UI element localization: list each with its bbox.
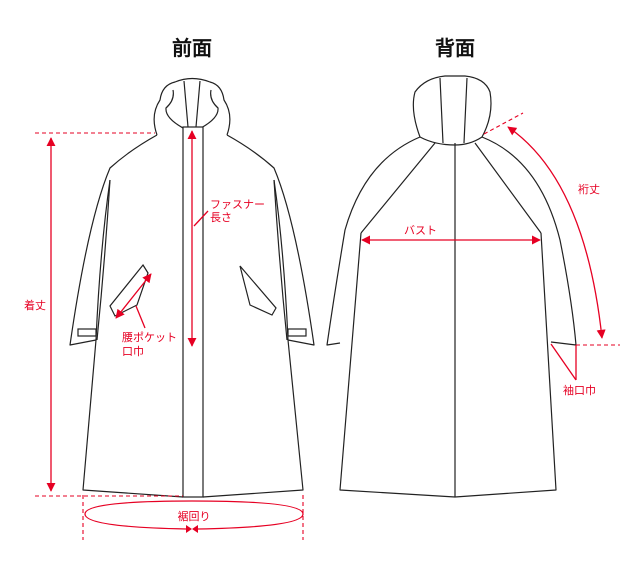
hem-label: 裾回り xyxy=(178,509,211,523)
cuff-tab-right xyxy=(287,328,307,337)
back-title: 背面 xyxy=(435,36,475,60)
sleeve-length-label: 裄丈 xyxy=(578,183,600,196)
measurement-sleeve-length: 裄丈 xyxy=(483,112,620,346)
front-title: 前面 xyxy=(172,36,212,60)
measurement-pocket: 腰ポケット 口巾 xyxy=(115,273,177,358)
measurement-hem: 裾回り xyxy=(82,495,304,540)
cuff-tab-left xyxy=(77,328,97,337)
zipper-label-1: ファスナー xyxy=(210,198,265,211)
back-hood xyxy=(412,75,492,146)
front-zipper-placket xyxy=(182,126,204,498)
measurement-cuff: 袖口巾 xyxy=(550,343,596,397)
length-label: 着丈 xyxy=(24,298,46,312)
front-hood xyxy=(153,77,231,136)
pocket-label-2: 口巾 xyxy=(122,344,144,358)
cuff-width-label: 袖口巾 xyxy=(563,383,596,397)
pocket-left xyxy=(109,263,149,317)
measurement-bust: バスト xyxy=(361,224,541,245)
zipper-label-2: 長さ xyxy=(210,211,232,224)
pocket-right xyxy=(239,265,277,316)
back-coat xyxy=(326,75,577,498)
bust-label: バスト xyxy=(404,224,437,237)
pocket-label-1: 腰ポケット xyxy=(122,331,177,344)
measurement-zipper: ファスナー 長さ xyxy=(187,130,265,347)
measurement-length: 着丈 xyxy=(24,132,183,497)
